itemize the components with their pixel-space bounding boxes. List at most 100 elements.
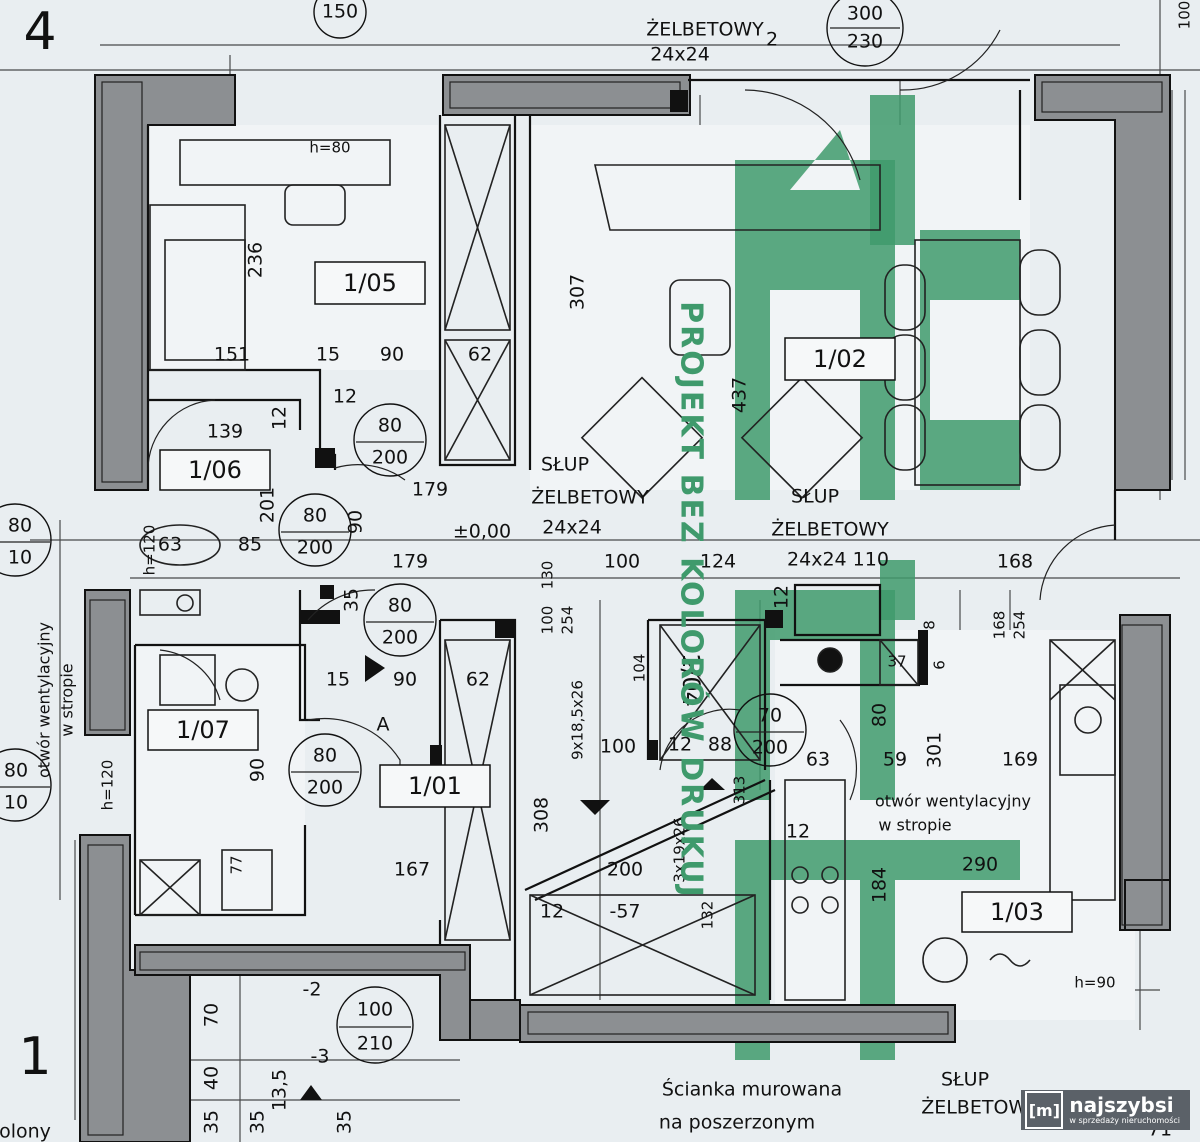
- dim: 132: [699, 901, 717, 930]
- inner-wall-lines: [87, 81, 1163, 1136]
- wall-note-1: Ścianka murowana: [662, 1077, 842, 1101]
- vent-note-left-2: w stropie: [58, 663, 77, 736]
- dim: 15: [316, 344, 340, 366]
- dim: 8: [921, 620, 939, 630]
- column-note-right-2: ŻELBETOWY: [771, 518, 889, 541]
- section-mark: A: [377, 714, 390, 736]
- vent-note-right-1: otwór wentylacyjny: [875, 792, 1031, 811]
- dim: 12: [540, 901, 564, 923]
- exterior-walls: [79, 74, 1171, 1142]
- dim: 12: [333, 386, 357, 408]
- door-tag-w: 80: [378, 415, 402, 437]
- door-tag-w: 80: [388, 595, 412, 617]
- dim: 35: [201, 1110, 223, 1134]
- dim: 90: [380, 344, 404, 366]
- dim: 301: [924, 732, 946, 768]
- dim: 168: [997, 551, 1033, 573]
- dim: 12: [269, 406, 291, 430]
- dim: 184: [869, 867, 891, 903]
- dim: 40: [201, 1066, 223, 1090]
- dim: 15: [326, 669, 350, 691]
- dim: 308: [531, 797, 553, 833]
- column-note-right-1: SŁUP: [791, 486, 839, 508]
- door-tag-w: 100: [357, 999, 393, 1021]
- dim: 307: [567, 274, 589, 310]
- watermark-shapes: [735, 95, 1020, 1060]
- level-markers: [300, 655, 725, 1100]
- dim: 437: [729, 377, 751, 413]
- dim: 168: [991, 611, 1009, 640]
- dim: -57: [609, 901, 640, 923]
- dim: 124: [700, 551, 736, 573]
- dim: 13,5: [269, 1069, 291, 1111]
- dim: 254: [559, 606, 577, 635]
- wall-posts: [300, 90, 928, 765]
- room-label-1-06: 1/06: [188, 456, 242, 484]
- dim: 100: [604, 551, 640, 573]
- column-notes: ŻELBETOWY 24x24 2 SŁUP ŻELBETOWY 24x24 S…: [531, 18, 889, 571]
- brand-badge: [m] najszybsi w sprzedaży nieruchomości: [1021, 1090, 1190, 1130]
- dim: 100: [600, 736, 636, 758]
- stairs-note-2: 3x19x26: [671, 817, 689, 882]
- door-tag-h: 200: [382, 627, 418, 649]
- height-mark: h=120: [141, 525, 159, 576]
- height-mark: h=90: [1074, 974, 1115, 992]
- door-tag-w: 80: [313, 745, 337, 767]
- dim: -3: [311, 1046, 330, 1068]
- column-note-right-3: 24x24 110: [787, 549, 889, 571]
- height-marks: h=80 h=120 h=120 h=90: [99, 139, 1116, 992]
- edge-note-right: 100: [1176, 1, 1194, 30]
- brand-name: najszybsi: [1069, 1093, 1174, 1117]
- dim: 63: [158, 534, 182, 556]
- room-label-1-01: 1/01: [408, 772, 462, 800]
- dim: 80: [869, 703, 891, 727]
- dim: 130: [539, 561, 557, 590]
- door-tag-w: 80: [8, 515, 32, 537]
- column-note-mid-1: SŁUP: [541, 454, 589, 476]
- column-note-top-1: ŻELBETOWY: [646, 18, 764, 41]
- sheet-number-bottom: 1: [18, 1027, 51, 1087]
- door-tag-w: 150: [322, 1, 358, 23]
- dim: 77: [228, 855, 246, 874]
- room-label-1-03: 1/03: [990, 898, 1044, 926]
- dim: 90: [247, 758, 269, 782]
- dim: 169: [1002, 749, 1038, 771]
- dim: 201: [257, 487, 279, 523]
- dim: 313: [731, 776, 749, 805]
- wall-note-2: na poszerzonym: [659, 1112, 815, 1134]
- dim: 90: [393, 669, 417, 691]
- dim: 62: [466, 669, 490, 691]
- column-note-mid-2: ŻELBETOWY: [531, 486, 649, 509]
- door-tag-h: 230: [847, 31, 883, 53]
- dim: 254: [1011, 611, 1029, 640]
- dim: 139: [207, 421, 243, 443]
- dim: 12: [771, 585, 793, 609]
- door-tag-h: 200: [307, 777, 343, 799]
- door-tag-h: 210: [357, 1033, 393, 1055]
- door-tags: 150 300 230 80 200 80 200 80 200 80 200 …: [0, 0, 904, 1064]
- dim: 290: [962, 854, 998, 876]
- dimension-labels: 236 151 15 90 62 12 139 12 307 437 179 2…: [158, 242, 1038, 1134]
- door-tag-w: 80: [4, 760, 28, 782]
- dim: 12: [668, 734, 692, 756]
- slup-note-2: ŻELBETOWY: [921, 1096, 1039, 1119]
- dim: 6: [931, 660, 949, 670]
- door-tag-w: 300: [847, 3, 883, 25]
- dim: 88: [708, 734, 732, 756]
- dim: -2: [303, 979, 322, 1001]
- door-tag-w: 70: [758, 705, 782, 727]
- column-note-top-2: 24x24: [650, 44, 710, 66]
- door-tag-w: 80: [303, 505, 327, 527]
- dim: 104: [631, 654, 649, 683]
- column-note-top-tag: 2: [766, 29, 778, 51]
- dim: 167: [394, 859, 430, 881]
- height-mark: h=120: [99, 760, 117, 811]
- room-label-1-04: 1/04: [677, 653, 705, 707]
- dim: 35: [334, 1110, 356, 1134]
- dim: 70: [201, 1003, 223, 1027]
- vent-note-left-1: otwór wentylacyjny: [35, 622, 54, 778]
- room-label-1-05: 1/05: [343, 269, 397, 297]
- dim: 35: [247, 1110, 269, 1134]
- dim: 12: [786, 821, 810, 843]
